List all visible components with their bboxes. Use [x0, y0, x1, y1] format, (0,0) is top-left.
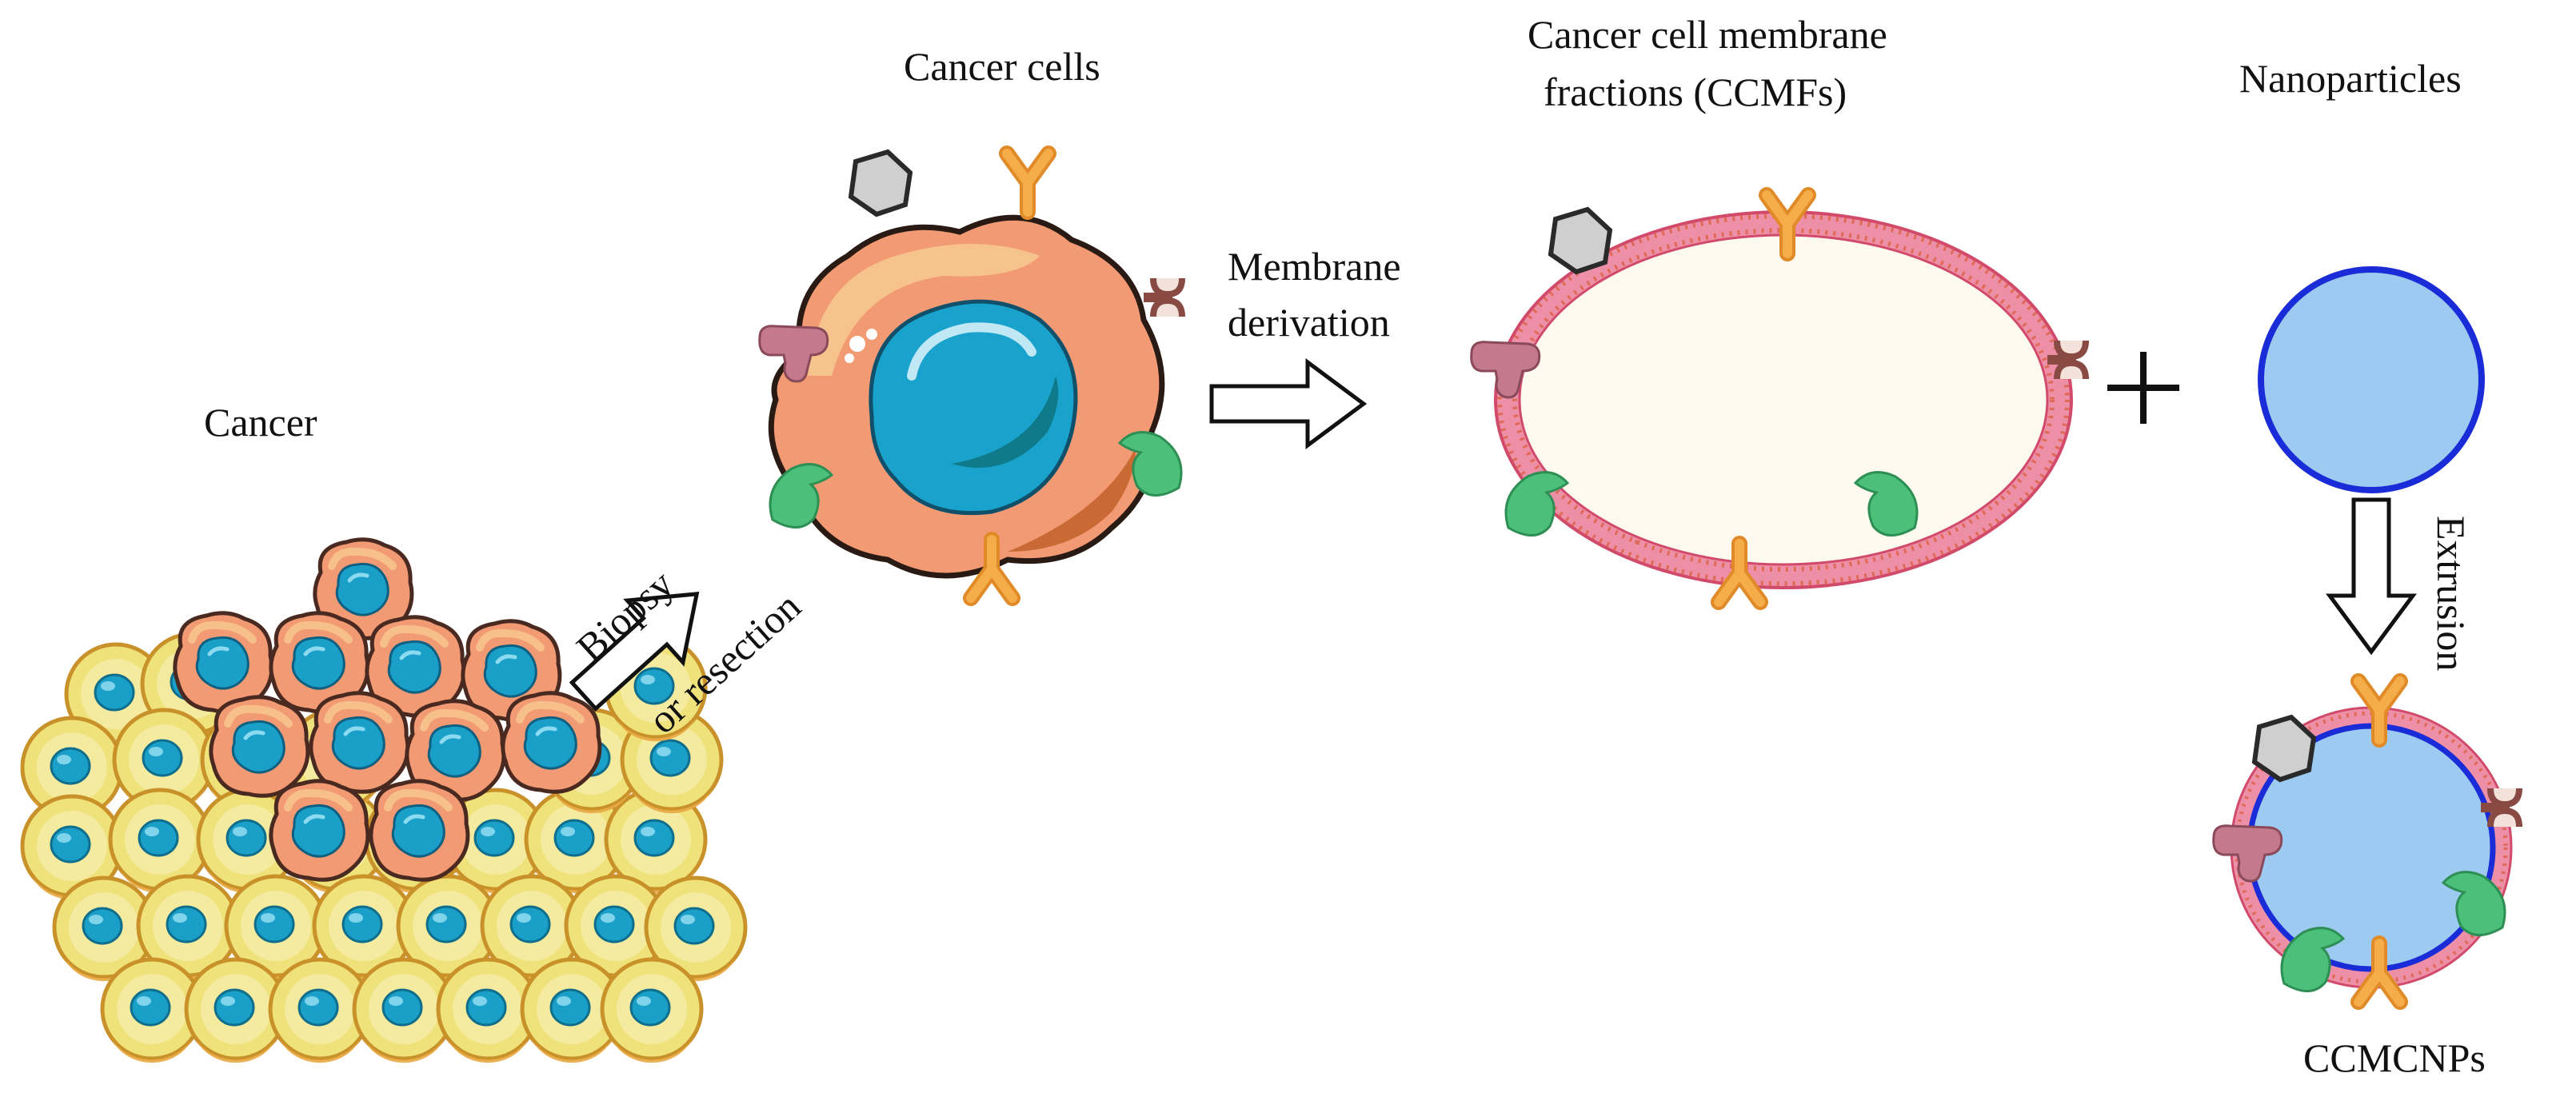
ccmf-label-line1: Cancer cell membrane	[1528, 12, 1887, 57]
gray-protein-icon	[851, 152, 910, 214]
gray-protein-icon	[1551, 209, 1610, 272]
membrane-label: Membrane	[1228, 244, 1401, 289]
derivation-arrow	[1212, 362, 1364, 445]
ccmcnps-label: CCMCNPs	[2303, 1035, 2486, 1080]
gray-protein-icon	[2254, 717, 2314, 780]
large-cancer-cell	[768, 214, 1165, 579]
plus-sign	[2107, 352, 2179, 424]
y-receptor-icon	[1007, 154, 1048, 212]
ccmcnp-particle	[2230, 706, 2513, 989]
arrow-icon	[1212, 362, 1364, 445]
extrusion-arrow	[2330, 500, 2413, 652]
ccmf-label-line2: fractions (CCMFs)	[1544, 70, 1847, 114]
cancer-cells-label: Cancer cells	[904, 44, 1100, 89]
nanoparticles-label: Nanoparticles	[2239, 56, 2462, 101]
arrow-icon	[2330, 500, 2413, 652]
nanoparticle	[2258, 266, 2485, 493]
extrusion-label: Extrusion	[2429, 516, 2474, 671]
cancer-label: Cancer	[204, 400, 318, 445]
brown-receptor-icon	[1144, 278, 1182, 317]
derivation-label: derivation	[1228, 300, 1390, 345]
